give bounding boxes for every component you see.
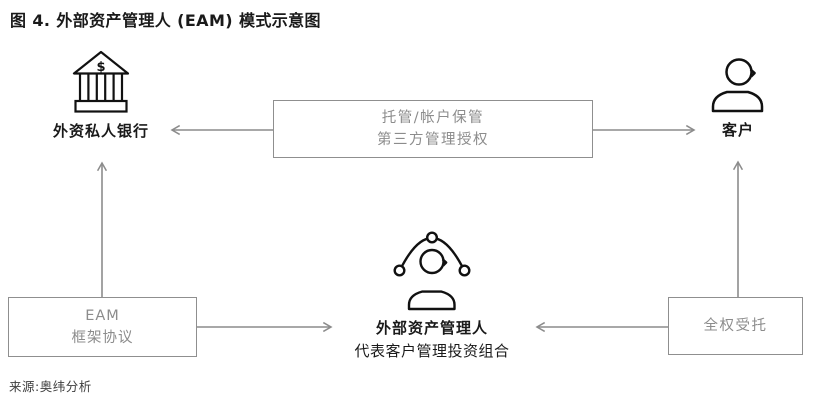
eam-agreement-box: EAM 框架协议 <box>8 297 197 357</box>
eam-label: 外部资产管理人 <box>375 319 488 337</box>
client-label: 客户 <box>721 121 754 139</box>
source-note: 来源:奥纬分析 <box>9 379 92 394</box>
mandate-box: 全权受托 <box>668 297 803 355</box>
eam-sublabel: 代表客户管理投资组合 <box>354 342 510 360</box>
bank-building-icon: $ <box>72 50 130 113</box>
custody-box: 托管/帐户保管 第三方管理授权 <box>273 100 593 158</box>
custody-line2: 第三方管理授权 <box>377 132 489 148</box>
mandate-line1: 全权受托 <box>703 317 768 334</box>
node-client: 客户 <box>678 56 798 140</box>
bank-label: 外资私人银行 <box>52 122 149 140</box>
custody-line1: 托管/帐户保管 <box>381 109 485 126</box>
dollar-glyph: $ <box>96 60 105 75</box>
node-foreign-private-bank: $ 外资私人银行 <box>21 50 181 141</box>
figure-title: 图 4. 外部资产管理人 (EAM) 模式示意图 <box>10 11 321 30</box>
agreement-line1: EAM <box>85 307 120 324</box>
person-icon <box>711 58 764 113</box>
node-external-asset-manager: 外部资产管理人 代表客户管理投资组合 <box>312 229 552 361</box>
person-network-icon <box>393 231 471 311</box>
agreement-line2: 框架协议 <box>71 330 134 346</box>
